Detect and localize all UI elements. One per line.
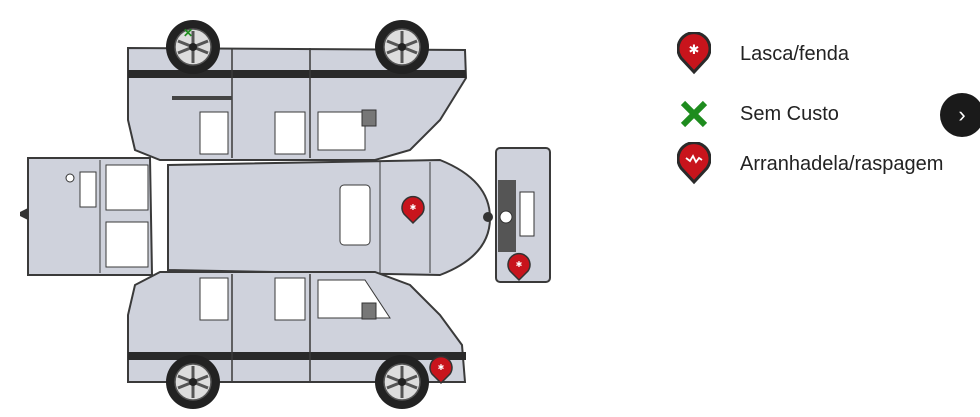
van-roof-view[interactable] [167, 158, 493, 277]
chip-crack-marker-icon: ✱ [676, 32, 712, 76]
legend-no-cost: Sem Custo [676, 92, 839, 136]
no-cost-marker[interactable]: ✕ [183, 26, 193, 40]
legend-label: Lasca/fenda [740, 42, 849, 65]
van-side-view-bottom[interactable] [127, 271, 467, 411]
scratch-marker-icon [676, 142, 712, 186]
next-button[interactable]: › [940, 93, 980, 137]
vehicle-damage-diagram: ✱ ✕ [20, 18, 551, 411]
legend-label: Arranhadela/raspagem [740, 152, 944, 175]
van-front-view[interactable] [495, 147, 551, 283]
svg-text:✕: ✕ [183, 26, 193, 40]
legend-chip-crack: ✱ Lasca/fenda [676, 32, 849, 76]
van-rear-view[interactable] [20, 157, 154, 276]
legend-scratch: Arranhadela/raspagem [676, 142, 943, 186]
no-cost-x-icon [676, 92, 712, 136]
chevron-right-icon: › [958, 102, 966, 127]
van-side-view-top[interactable] [127, 18, 468, 161]
svg-text:✱: ✱ [689, 42, 700, 57]
legend-label: Sem Custo [740, 102, 839, 125]
